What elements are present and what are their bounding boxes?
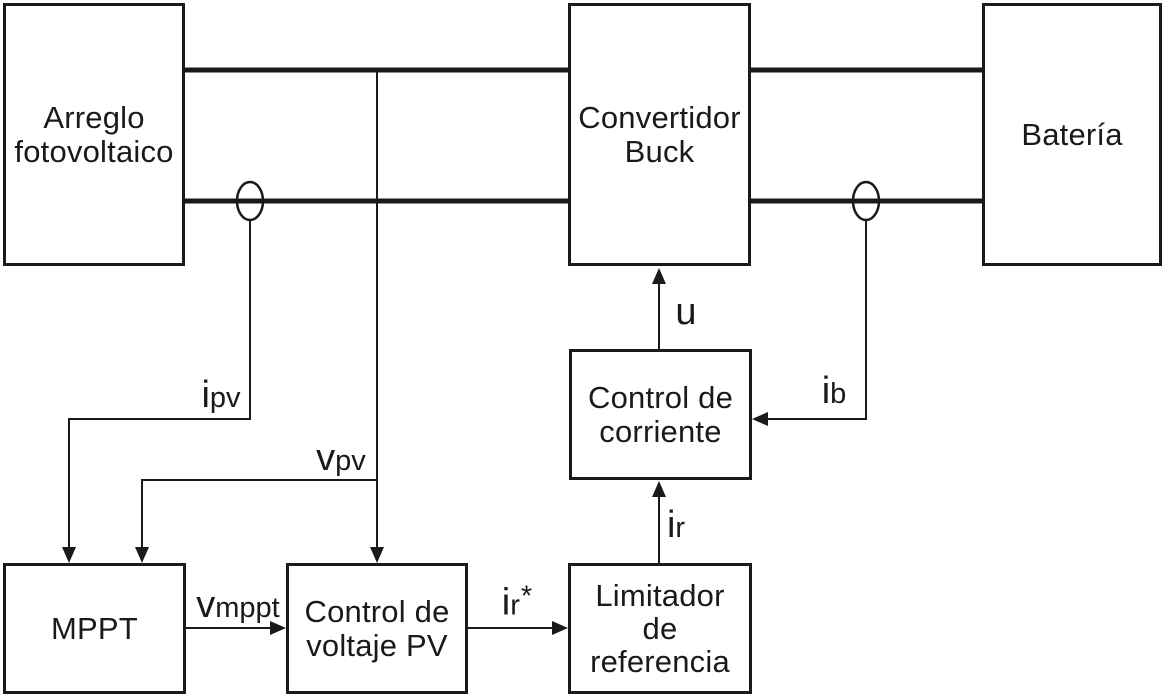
block-reference-limiter-label: referencia [590,644,730,679]
signal-ib-wire [752,220,867,426]
signal-vpv-wire [135,70,384,563]
block-pv-array-label: fotovoltaico [14,133,174,169]
block-current-control: Control de corriente [569,349,752,480]
signal-vmppt-wire [186,621,286,635]
block-buck-label: Buck [624,133,695,169]
block-current-control-label: corriente [599,413,722,449]
block-pv-array-label: Arreglo [43,99,145,135]
block-pv-voltage-control-label: voltaje PV [306,627,448,663]
block-mppt-label: MPPT [51,610,138,646]
block-pv-voltage-control: Control de voltaje PV [286,563,468,694]
block-reference-limiter: Limitador de referencia [568,563,752,694]
block-reference-limiter-label: Limitador [595,578,725,613]
block-battery: Batería [982,3,1162,266]
label-ir: ir [666,504,686,546]
signal-ir-ref-wire [468,621,568,635]
block-buck-label: Convertidor [578,99,741,135]
arrowhead-up-icon [652,268,666,284]
block-current-control-label: Control de [587,379,734,415]
block-mppt: MPPT [3,563,186,694]
signal-ipv-wire [62,220,251,563]
arrowhead-down-icon [135,547,149,563]
label-vmppt: vmppt [196,584,280,626]
arrowhead-right-icon [270,621,286,635]
arrowhead-down-icon [370,547,384,563]
label-ib: ib [821,370,847,412]
label-ipv: ipv [201,374,241,416]
signal-ir-wire [652,481,666,563]
label-vpv: vpv [316,437,366,479]
block-battery-label: Batería [1021,116,1123,152]
label-u: u [675,291,697,333]
block-pv-voltage-control-label: Control de [304,593,450,629]
block-buck-converter: Convertidor Buck [568,3,751,266]
label-ir-ref: ir* [501,580,533,624]
block-reference-limiter-label: de [642,611,678,646]
signal-u-wire [652,268,666,349]
arrowhead-down-icon [62,547,76,563]
arrowhead-up-icon [652,481,666,497]
block-pv-array: Arreglo fotovoltaico [3,3,185,266]
arrowhead-right-icon [552,621,568,635]
arrowhead-left-icon [752,412,768,426]
